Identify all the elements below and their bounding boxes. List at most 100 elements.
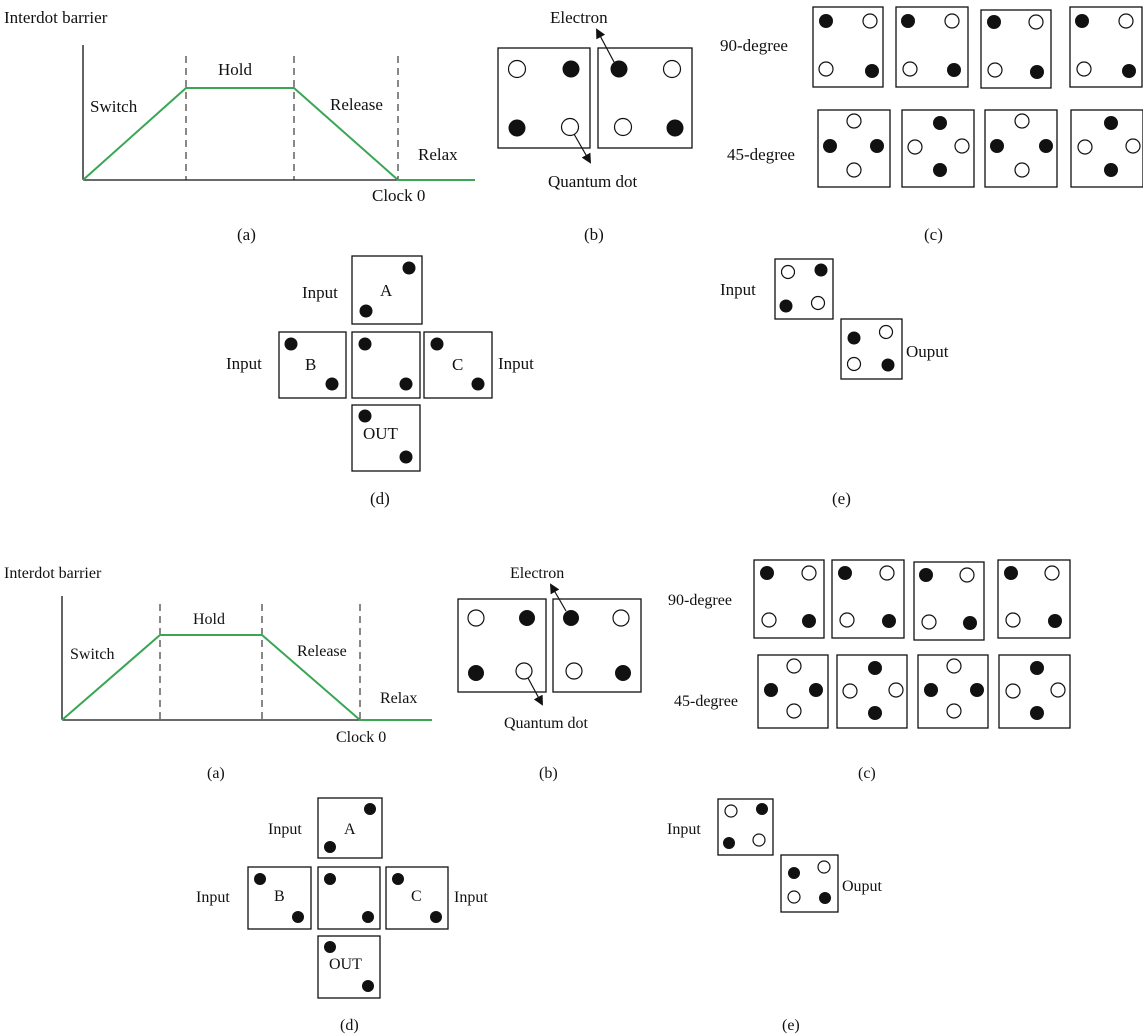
clock-y-label: Interdot barrier <box>4 8 108 27</box>
cell-out <box>317 935 381 999</box>
cell-45-degree <box>998 654 1071 729</box>
electron-dot <box>562 60 580 78</box>
bottom-cell-panel: Electron Quantum dot (b) <box>457 565 642 782</box>
cell-b <box>278 331 347 399</box>
input-a-label: Input <box>302 283 338 302</box>
cell-90-degree <box>895 6 969 88</box>
clock-zero-label: Clock 0 <box>336 729 386 746</box>
electron-dot <box>563 610 579 626</box>
phase-hold-label: Hold <box>218 60 253 79</box>
cell-45-degree <box>836 654 908 729</box>
cell-b <box>247 866 312 930</box>
clock-zero-label: Clock 0 <box>372 186 425 205</box>
cell-45-degree <box>1070 109 1143 188</box>
caption-e: (e) <box>782 1017 800 1034</box>
input-b-label: Input <box>226 354 262 373</box>
cell-90-degree <box>913 561 985 641</box>
phase-hold-label: Hold <box>193 611 225 628</box>
inverter-input-cell <box>774 258 834 320</box>
caption-e: (e) <box>832 489 851 508</box>
electron-label: Electron <box>550 8 608 27</box>
clock-y-label: Interdot barrier <box>4 565 102 582</box>
quantum-dot-arrow <box>527 677 543 706</box>
bottom-majority-panel: Input A Input B C Input OUT (d) <box>196 797 488 1034</box>
quantum-dot-label: Quantum dot <box>504 715 589 732</box>
cell-90-degree <box>753 559 825 639</box>
deg45-label: 45-degree <box>727 145 795 164</box>
electron-dot <box>508 119 526 137</box>
empty-dot <box>662 59 682 79</box>
top-clock-panel: Interdot barrier Hold Switch Release Rel… <box>4 8 475 244</box>
empty-dot <box>515 662 533 680</box>
cell-45-degree <box>817 109 891 188</box>
inverter-input-label: Input <box>720 280 756 299</box>
inverter-input-cell <box>717 798 774 856</box>
phase-release-label: Release <box>330 95 383 114</box>
cell-center <box>317 866 381 930</box>
cell-out <box>351 404 421 472</box>
caption-d: (d) <box>340 1017 359 1034</box>
caption-d: (d) <box>370 489 390 508</box>
top-inverter-panel: Input Ouput (e) <box>720 258 949 508</box>
cell-b-label: B <box>305 355 316 374</box>
cell-90-degree <box>997 559 1071 639</box>
electron-dot <box>468 665 484 681</box>
cell-c <box>423 331 493 399</box>
cell-a <box>317 797 383 859</box>
cell-90-degree <box>1069 6 1143 88</box>
phase-release-label: Release <box>297 643 347 660</box>
empty-dot <box>467 609 485 627</box>
empty-dot <box>560 117 580 137</box>
electron-dot <box>615 665 631 681</box>
cell-45-degree <box>901 109 975 188</box>
empty-dot <box>565 662 583 680</box>
cell-c-label: C <box>452 355 463 374</box>
empty-dot <box>613 117 633 137</box>
cell-45-degree <box>984 109 1058 188</box>
cell-center <box>351 331 421 399</box>
cell-out-label: OUT <box>363 424 399 443</box>
electron-arrow <box>550 583 567 612</box>
cell-90-degree <box>831 559 905 639</box>
caption-b: (b) <box>584 225 604 244</box>
clock-curve <box>82 87 475 181</box>
cell-b-label: B <box>274 888 285 905</box>
qca-cell <box>552 598 642 693</box>
electron-dot <box>666 119 684 137</box>
cell-90-degree <box>812 6 884 88</box>
cell-45-degree <box>917 654 989 729</box>
electron-dot <box>610 60 628 78</box>
bottom-clock-panel: Interdot barrier Hold Switch Release Rel… <box>4 565 432 782</box>
qca-cell <box>597 47 693 149</box>
top-orientation-panel: 90-degree 45-degree <box>720 6 1143 244</box>
bottom-figure: Interdot barrier Hold Switch Release Rel… <box>4 559 1071 1034</box>
deg90-label: 90-degree <box>720 36 788 55</box>
caption-a: (a) <box>237 225 256 244</box>
inverter-input-label: Input <box>667 821 701 838</box>
inverter-output-label: Ouput <box>906 342 949 361</box>
inverter-output-label: Ouput <box>842 878 883 895</box>
electron-label: Electron <box>510 565 564 582</box>
cell-out-label: OUT <box>329 956 362 973</box>
cell-c <box>385 866 449 930</box>
top-majority-panel: Input A Input B C Input OUT (d) <box>226 255 534 508</box>
caption-c: (c) <box>924 225 943 244</box>
bottom-inverter-panel: Input Ouput (e) <box>667 798 883 1034</box>
electron-dot <box>519 610 535 626</box>
inverter-output-cell <box>840 318 903 380</box>
caption-c: (c) <box>858 765 876 782</box>
input-b-label: Input <box>196 889 230 906</box>
caption-b: (b) <box>539 765 558 782</box>
inverter-output-cell <box>780 854 839 913</box>
cell-c-label: C <box>411 888 422 905</box>
quantum-dot-label: Quantum dot <box>548 172 638 191</box>
qca-cell <box>457 598 547 693</box>
clock-curve <box>61 634 432 721</box>
deg45-label: 45-degree <box>674 693 738 710</box>
top-figure: Interdot barrier Hold Switch Release Rel… <box>4 6 1143 508</box>
input-a-label: Input <box>268 821 302 838</box>
deg90-label: 90-degree <box>668 592 732 609</box>
electron-arrow <box>596 28 615 63</box>
phase-relax-label: Relax <box>418 145 458 164</box>
